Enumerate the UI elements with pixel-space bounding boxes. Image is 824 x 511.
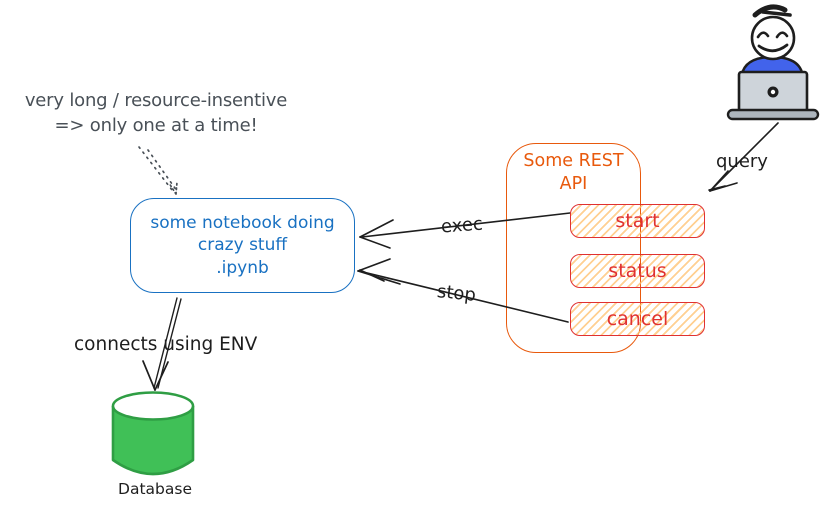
note-arrow xyxy=(138,146,178,195)
exec-edge-label: exec xyxy=(440,213,484,238)
notebook-line-3: .ipynb xyxy=(216,257,269,278)
note-text: very long / resource-insentive => only o… xyxy=(2,88,310,138)
notebook-node: some notebook doing crazy stuff .ipynb xyxy=(130,198,355,293)
smile xyxy=(757,43,789,53)
person-head xyxy=(750,4,796,61)
person-at-laptop-icon xyxy=(726,4,820,121)
db-body xyxy=(111,406,195,476)
start-button-label: start xyxy=(615,210,660,232)
database-label: Database xyxy=(118,480,192,498)
db-top xyxy=(111,391,195,421)
rest-api-title: Some REST API xyxy=(506,150,641,196)
right-eye xyxy=(775,31,789,39)
connects-env-label: connects using ENV xyxy=(74,334,258,355)
notebook-line-2: crazy stuff xyxy=(197,235,288,256)
note-line-1: very long / resource-insentive xyxy=(24,90,288,111)
status-button-label: status xyxy=(608,260,667,282)
start-button[interactable]: start xyxy=(570,204,705,238)
status-button[interactable]: status xyxy=(570,254,705,288)
rest-api-title-line-1: Some REST xyxy=(523,151,624,171)
laptop-icon xyxy=(726,70,820,121)
database-cylinder-icon xyxy=(111,391,195,476)
notebook-line-1: some notebook doing xyxy=(150,212,335,233)
stop-edge-label: stop xyxy=(436,281,477,306)
hair-stroke xyxy=(761,10,792,17)
note-line-2: => only one at a time! xyxy=(54,115,258,137)
query-edge-label: query xyxy=(716,151,768,172)
cancel-button-label: cancel xyxy=(606,308,669,330)
rest-api-container xyxy=(506,143,641,353)
cancel-button[interactable]: cancel xyxy=(570,302,705,336)
hair xyxy=(752,4,788,18)
left-eye xyxy=(756,31,770,39)
rest-api-title-line-2: API xyxy=(559,173,588,194)
